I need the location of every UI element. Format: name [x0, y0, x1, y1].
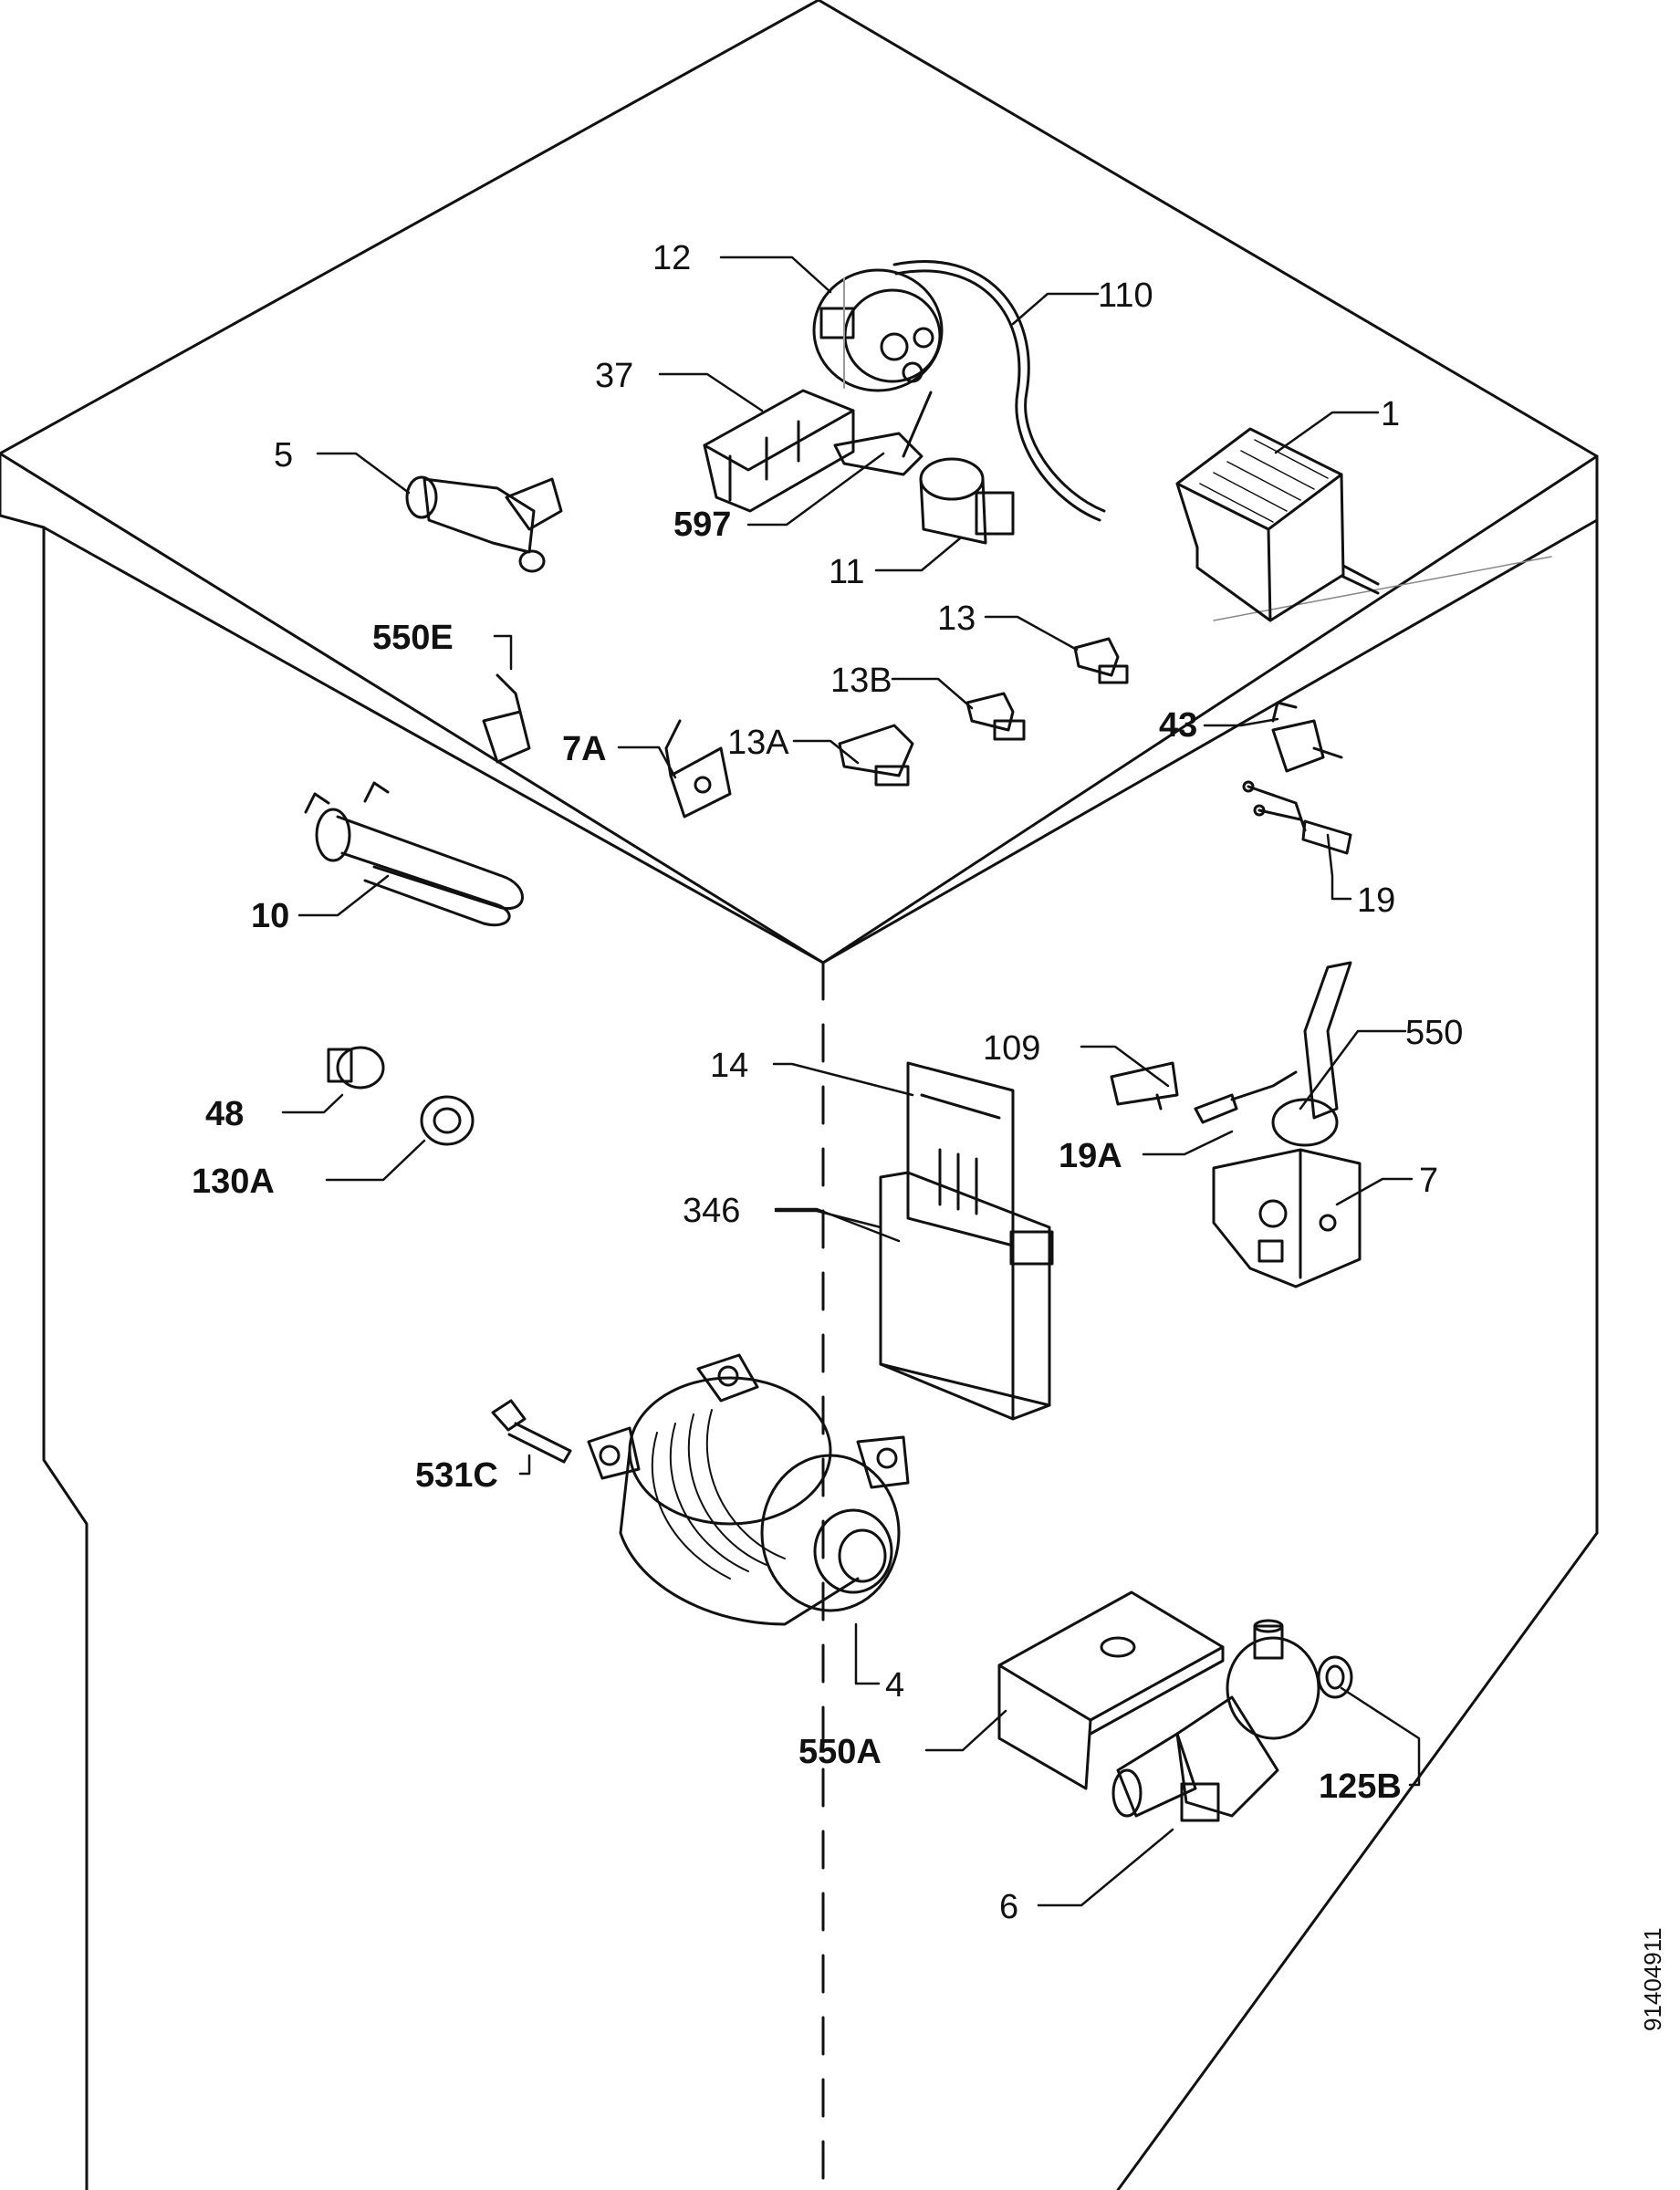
part-550E-lock: [484, 675, 529, 762]
part-130A-nut: [422, 1097, 473, 1144]
part-531C-bolt: [493, 1401, 570, 1462]
callout-19A: 19A: [1059, 1137, 1122, 1175]
callout-14: 14: [710, 1047, 749, 1085]
callout-130A: 130A: [192, 1163, 275, 1201]
part-10-heating-element: [306, 783, 523, 925]
part-110-hose: [894, 262, 1104, 520]
part-109-clip: [1111, 1063, 1177, 1109]
part-19-sensor: [1244, 782, 1351, 853]
callout-550: 550: [1405, 1014, 1464, 1052]
part-19A-sensor: [1195, 1072, 1296, 1122]
callout-5: 5: [274, 436, 294, 474]
callout-550A: 550A: [798, 1733, 882, 1771]
callout-597: 597: [673, 506, 732, 544]
callout-37: 37: [595, 357, 634, 395]
callout-13A: 13A: [727, 724, 789, 762]
part-4-motor: [589, 1355, 908, 1624]
callout-346: 346: [683, 1192, 741, 1230]
part-7-door-interlock: [1214, 1150, 1360, 1287]
callout-550E: 550E: [372, 619, 454, 657]
part-5-valve: [407, 477, 561, 571]
callout-4: 4: [885, 1666, 905, 1705]
part-11-capacitor: [921, 459, 1013, 543]
part-7A-switch: [666, 721, 730, 817]
part-14-drawer-front: [908, 1063, 1013, 1246]
part-1-timer: [1177, 429, 1378, 620]
leader-lines: [283, 257, 1419, 1905]
part-550-lever: [1273, 963, 1351, 1145]
part-125B-seal-ring: [1319, 1657, 1351, 1697]
callout-110: 110: [1098, 276, 1153, 315]
part-6-drain-pump: [1113, 1621, 1319, 1820]
document-number: 91404911: [1639, 1927, 1666, 2031]
callout-48: 48: [205, 1095, 245, 1133]
callout-125B: 125B: [1319, 1768, 1402, 1806]
callout-11: 11: [829, 553, 865, 591]
callout-43: 43: [1159, 706, 1198, 745]
callout-13B: 13B: [830, 662, 892, 700]
part-48-indicator-lamp: [329, 1048, 383, 1088]
part-346-dispenser-housing: [881, 1173, 1052, 1419]
callout-10: 10: [251, 897, 290, 935]
part-12-pressure-switch: [814, 270, 942, 391]
cabinet-outline: [0, 0, 1597, 2190]
callout-1: 1: [1381, 395, 1401, 433]
callout-7A: 7A: [562, 730, 607, 768]
part-37-terminal-block: [704, 391, 853, 511]
part-13B-connector: [967, 694, 1024, 739]
callout-6: 6: [999, 1888, 1019, 1926]
callout-531C: 531C: [415, 1456, 498, 1495]
callout-12: 12: [652, 239, 692, 277]
part-13-connector: [1075, 639, 1127, 683]
callout-7: 7: [1419, 1162, 1439, 1200]
callout-19: 19: [1357, 881, 1396, 920]
part-597-bracket: [835, 392, 931, 474]
callout-109: 109: [983, 1029, 1041, 1068]
part-550A-bracket: [999, 1592, 1223, 1788]
callout-13: 13: [937, 600, 976, 638]
part-43-thermostat: [1273, 703, 1341, 771]
part-13A-connector: [840, 725, 913, 785]
